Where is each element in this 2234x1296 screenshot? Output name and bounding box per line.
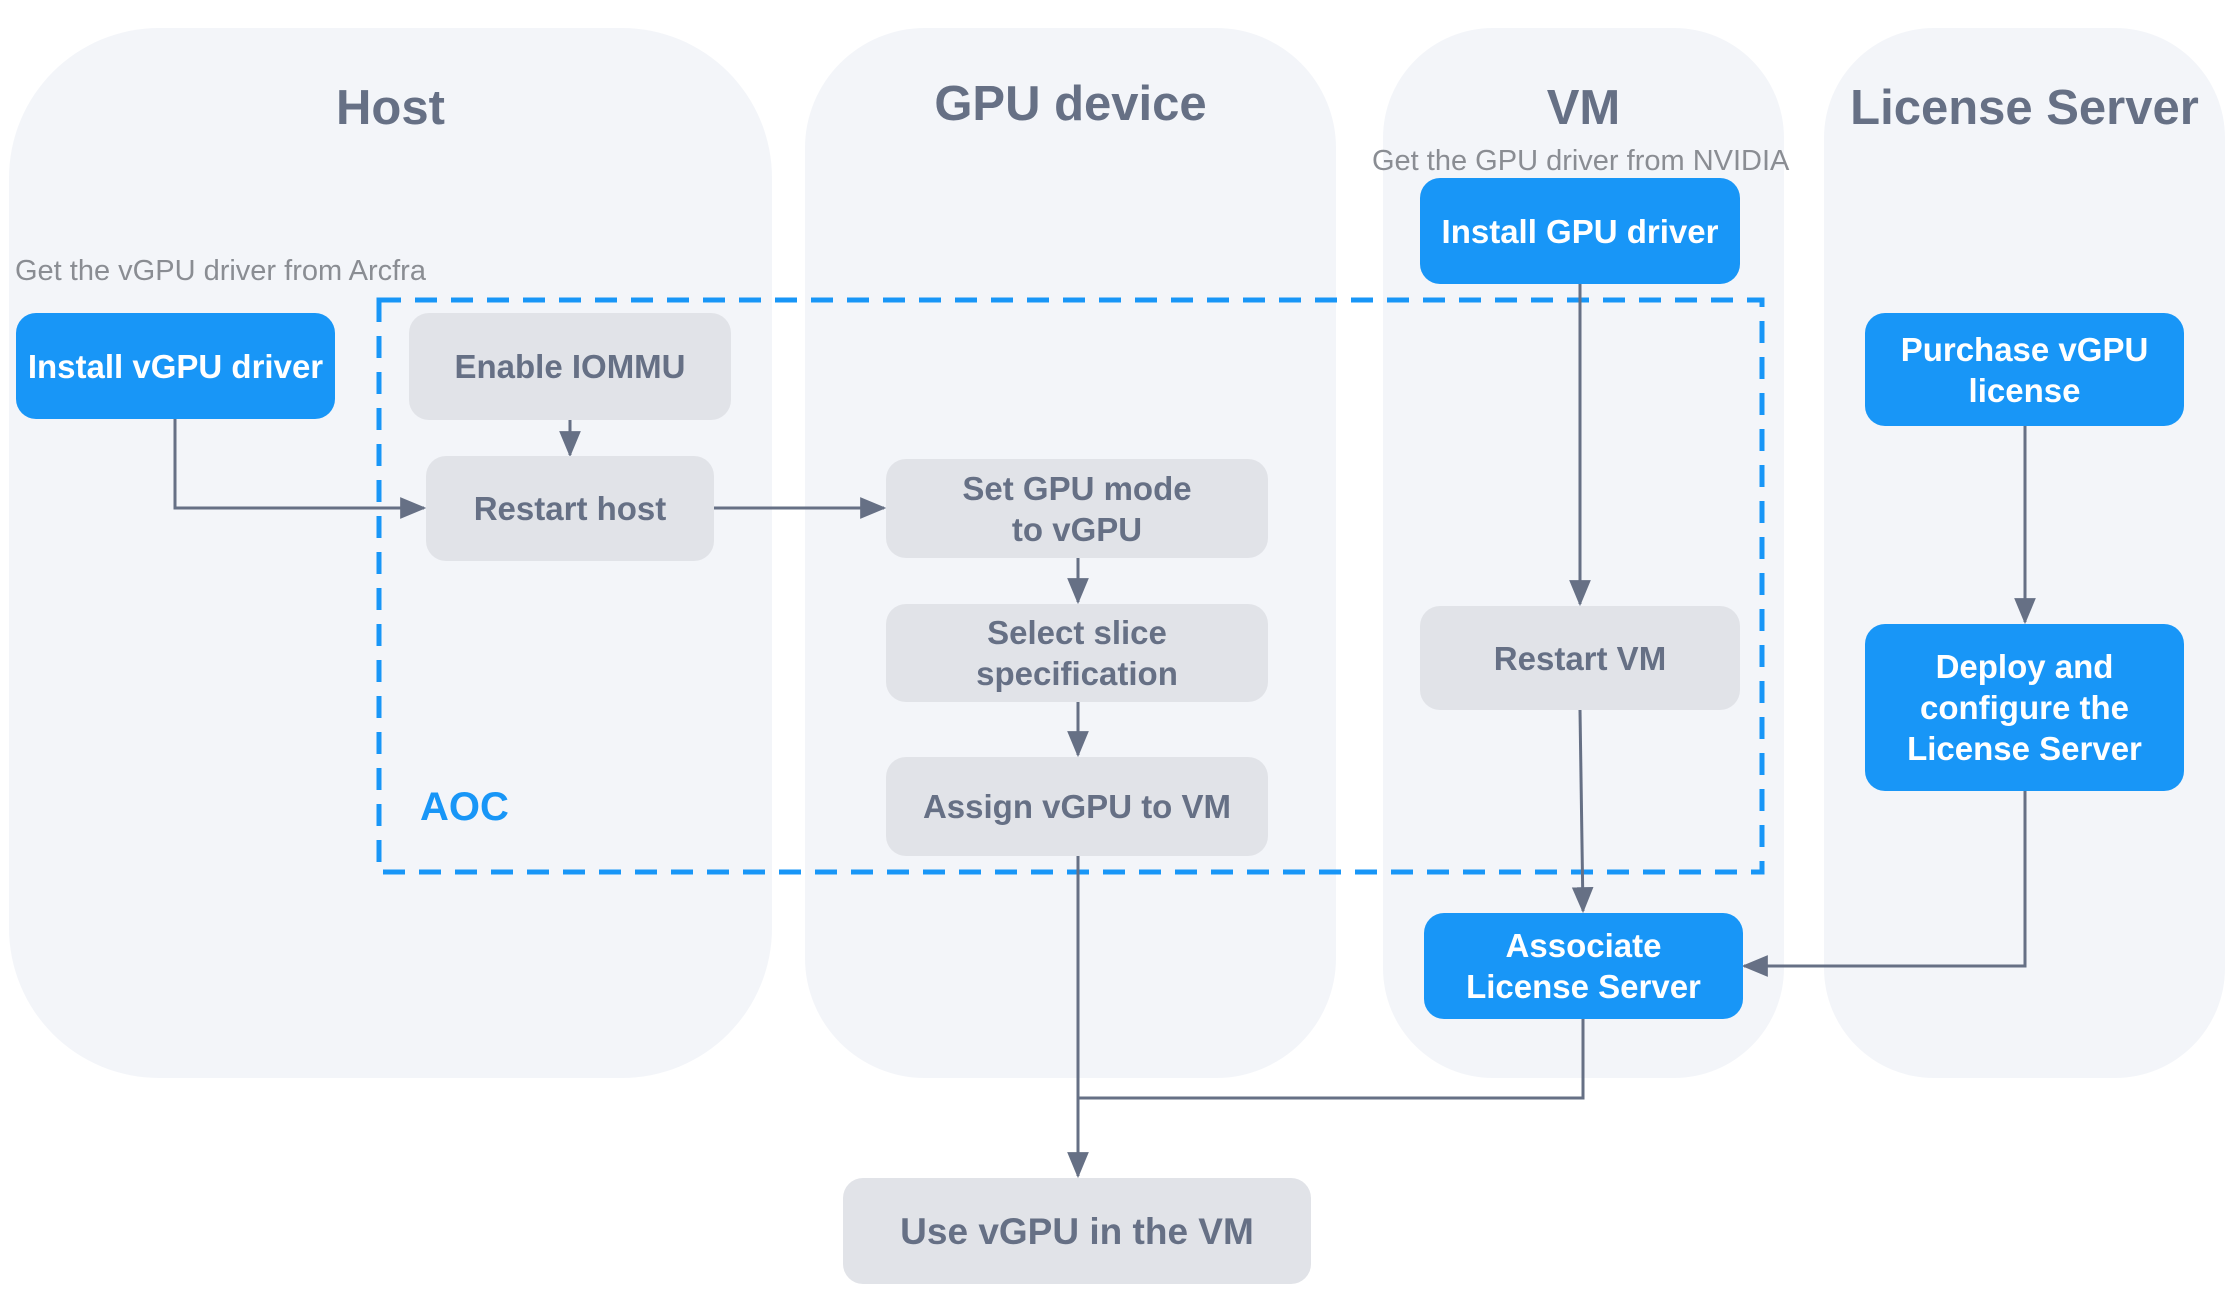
- step-deploy-license-server[interactable]: Deploy and configure the License Server: [1865, 624, 2184, 791]
- aoc-group-boundary: [376, 297, 1765, 875]
- step-restart-host[interactable]: Restart host: [426, 456, 714, 561]
- edge-associate-license-to-use-vgpu: [1078, 1019, 1585, 1100]
- aoc-group-label: AOC: [420, 785, 509, 829]
- lane-title-vm: VM: [1546, 81, 1621, 135]
- step-associate-license-server[interactable]: Associate License Server: [1424, 913, 1743, 1019]
- edge-restart-vm-to-associate-license: [1571, 709, 1594, 914]
- edge-install-vgpu-driver-to-restart-host: [173, 419, 427, 519]
- step-use-vgpu-in-vm[interactable]: Use vGPU in the VM: [843, 1178, 1311, 1284]
- lane-title-host: Host: [336, 81, 445, 135]
- step-set-gpu-mode[interactable]: Set GPU mode to vGPU: [886, 459, 1268, 558]
- step-install-gpu-driver[interactable]: Install GPU driver: [1420, 178, 1740, 284]
- step-enable-iommu[interactable]: Enable IOMMU: [409, 313, 731, 420]
- lane-title-gpu-device: GPU device: [934, 77, 1207, 131]
- note-host-driver-source: Get the vGPU driver from Arcfra: [15, 255, 426, 287]
- note-vm-driver-source: Get the GPU driver from NVIDIA: [1372, 145, 1790, 177]
- step-assign-vgpu-to-vm[interactable]: Assign vGPU to VM: [886, 757, 1268, 856]
- step-restart-vm[interactable]: Restart VM: [1420, 606, 1740, 710]
- edge-deploy-to-associate-license: [1741, 791, 2027, 977]
- lane-title-license-server: License Server: [1850, 81, 2199, 135]
- step-install-vgpu-driver[interactable]: Install vGPU driver: [16, 313, 335, 419]
- step-select-slice-specification[interactable]: Select slice specification: [886, 604, 1268, 702]
- step-purchase-vgpu-license[interactable]: Purchase vGPU license: [1865, 313, 2184, 426]
